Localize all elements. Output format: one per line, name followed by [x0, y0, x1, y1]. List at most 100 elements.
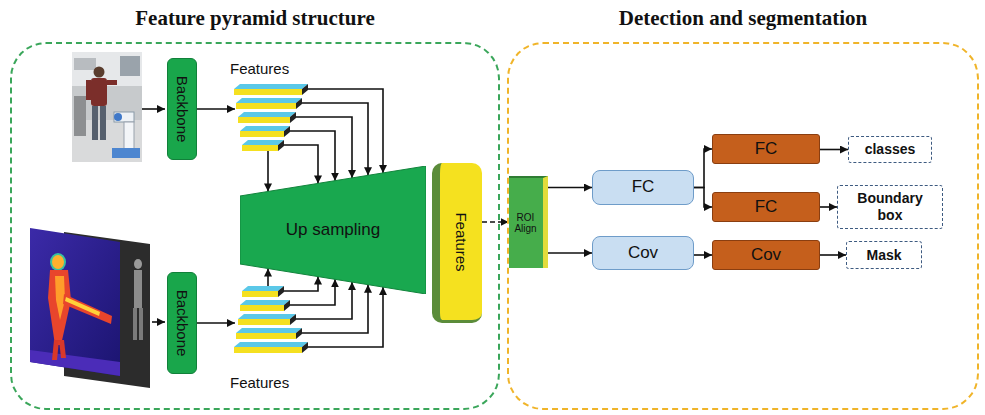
input-arrow [142, 108, 165, 110]
rgb-photo [100, 106, 106, 140]
feature-layer [238, 314, 296, 325]
connector-arrow [290, 131, 335, 181]
rgb-photo [74, 58, 96, 70]
thermal-image [52, 255, 64, 269]
depth-image [134, 270, 142, 308]
process-box: FC [712, 192, 820, 222]
node-label: Backbone [173, 76, 191, 143]
layer-front [238, 117, 290, 123]
layer-top [242, 140, 284, 145]
feature-label: Features [230, 374, 289, 392]
layer-front [242, 291, 278, 297]
section-title: Detection and segmentation [619, 6, 867, 31]
section-title: Feature pyramid structure [135, 6, 375, 31]
connector-arrow [820, 149, 848, 151]
layer-side [290, 314, 296, 325]
input-arrow [142, 109, 165, 322]
layer-top [236, 328, 302, 333]
layer-top [240, 300, 290, 305]
layer-front [236, 333, 296, 339]
connector-arrow [482, 221, 509, 223]
layer-top [238, 314, 296, 319]
thermal-image [55, 276, 65, 320]
node-label: Mask [866, 247, 901, 264]
rgb-photo [120, 56, 140, 76]
backbone-box: Backbone [167, 58, 197, 160]
thermal-image [30, 228, 120, 376]
thermal-image [63, 294, 112, 324]
process-box: FC [592, 170, 694, 205]
output-box: classes [848, 136, 932, 163]
layer-top [234, 342, 308, 347]
rgb-photo [114, 113, 122, 121]
output-box: Mask [846, 241, 922, 269]
connector-arrow [820, 206, 837, 208]
feature-label: Features [230, 60, 289, 78]
region-panel: ROI Align FC FC FC classesBoundary boxCov Cov… [507, 42, 979, 410]
rgb-photo [114, 112, 134, 122]
thermal-image [50, 253, 66, 271]
rgb-photo [112, 148, 140, 158]
thermal-image [65, 297, 100, 316]
layer-front [234, 347, 302, 353]
feature-stack: Features [226, 282, 316, 392]
layer-side [278, 286, 284, 297]
process-box: Cov [592, 236, 694, 270]
process-box: Cov [712, 240, 820, 270]
layer-side [284, 300, 290, 311]
backbone-box: Backbone [167, 272, 197, 374]
node-label: Boundary box [846, 190, 934, 224]
input-arrow [152, 321, 165, 323]
node-label: ROI Align [510, 212, 542, 234]
connector-arrow [267, 151, 269, 191]
rgb-photo [92, 106, 98, 140]
layer-side [278, 140, 284, 151]
node-label: Features [452, 212, 470, 271]
rgb-photo [72, 52, 142, 86]
connector-arrow [296, 282, 352, 319]
feature-layer [238, 112, 296, 123]
connector-arrow [548, 252, 593, 254]
depth-image [133, 308, 137, 340]
layer-front [240, 131, 284, 137]
layer-top [236, 98, 302, 103]
node-label: Cov [628, 243, 658, 263]
depth-image [134, 259, 142, 269]
rgb-photo [107, 80, 117, 85]
feature-layer [234, 342, 308, 353]
rgb-photo [72, 52, 142, 162]
roi-align-block: ROI Align [509, 176, 548, 268]
connector-arrow [302, 285, 368, 333]
connector-arrow [284, 277, 318, 291]
rgb-photo [86, 80, 91, 100]
layer-side [302, 342, 308, 353]
node-label: FC [632, 177, 655, 197]
connector-arrow [308, 287, 383, 347]
layer-side [296, 98, 302, 109]
feature-layer [242, 140, 284, 151]
upsampling-trapezoid: Up sampling [240, 166, 426, 294]
connector-arrow [197, 322, 235, 324]
node-label: Backbone [173, 290, 191, 357]
connector-arrow [548, 187, 593, 189]
connector-arrow [267, 269, 269, 286]
depth-image [139, 308, 143, 340]
layer-front [242, 145, 278, 151]
feature-stack: Features [226, 60, 316, 155]
output-box: Boundary box [837, 185, 943, 229]
feature-layer [242, 286, 284, 297]
layer-side [290, 112, 296, 123]
layer-top [242, 286, 284, 291]
node-label: classes [865, 141, 916, 158]
process-box: FC [712, 134, 820, 164]
feature-map-bar: Features [432, 163, 482, 323]
rgb-photo [72, 52, 142, 162]
feature-layer [240, 126, 290, 137]
node-label: FC [755, 139, 778, 159]
feature-layer [236, 328, 302, 339]
layer-side [284, 126, 290, 137]
layer-front [234, 89, 302, 95]
rgb-photo [124, 122, 134, 150]
connector-arrow [296, 117, 352, 178]
connector-arrow [290, 279, 335, 305]
